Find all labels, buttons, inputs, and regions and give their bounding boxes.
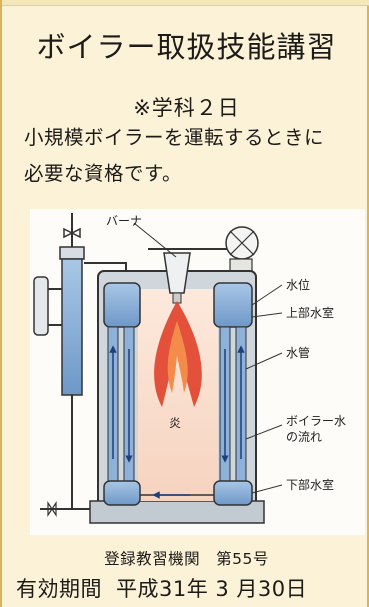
upper-chamber-right [213, 282, 253, 328]
leader-lines [133, 222, 283, 494]
burner-icon [163, 252, 191, 304]
label-flow-1: ボイラー水 [286, 414, 346, 428]
label-upper-chamber: 上部水室 [286, 305, 334, 320]
label-lower-chamber: 下部水室 [286, 477, 334, 492]
course-title: ボイラー取扱技能講習 [36, 30, 337, 64]
description-line-1: 小規模ボイラーを運転するときに [24, 126, 325, 149]
label-water-level: 水位 [286, 277, 310, 292]
validity-period: 有効期間平成31年 3 月30日 [16, 573, 366, 603]
lower-chamber-right [213, 480, 253, 506]
registration-number: 登録教習機関 第55号 [104, 550, 269, 568]
water-column [33, 213, 102, 517]
upper-chamber-left [103, 282, 141, 328]
flame-icon [154, 301, 202, 407]
lower-chamber-left [103, 480, 141, 506]
label-flame: 炎 [169, 416, 181, 430]
top-strip [2, 0, 369, 6]
description: 小規模ボイラーを運転するときに 必要な資格です。 [24, 120, 359, 192]
validity-label: 有効期間 [16, 577, 102, 601]
subject-days: ※学科２日 [133, 96, 240, 120]
boiler-diagram: バーナ 炎 水位 上部水室 水管 ボイラー水 の流れ 下部水室 [30, 209, 365, 535]
label-water-tube: 水管 [286, 345, 310, 360]
validity-date: 平成31年 3 月30日 [116, 577, 308, 601]
description-line-2: 必要な資格です。 [24, 162, 183, 185]
label-flow-2: の流れ [286, 430, 322, 444]
label-burner: バーナ [106, 214, 142, 228]
